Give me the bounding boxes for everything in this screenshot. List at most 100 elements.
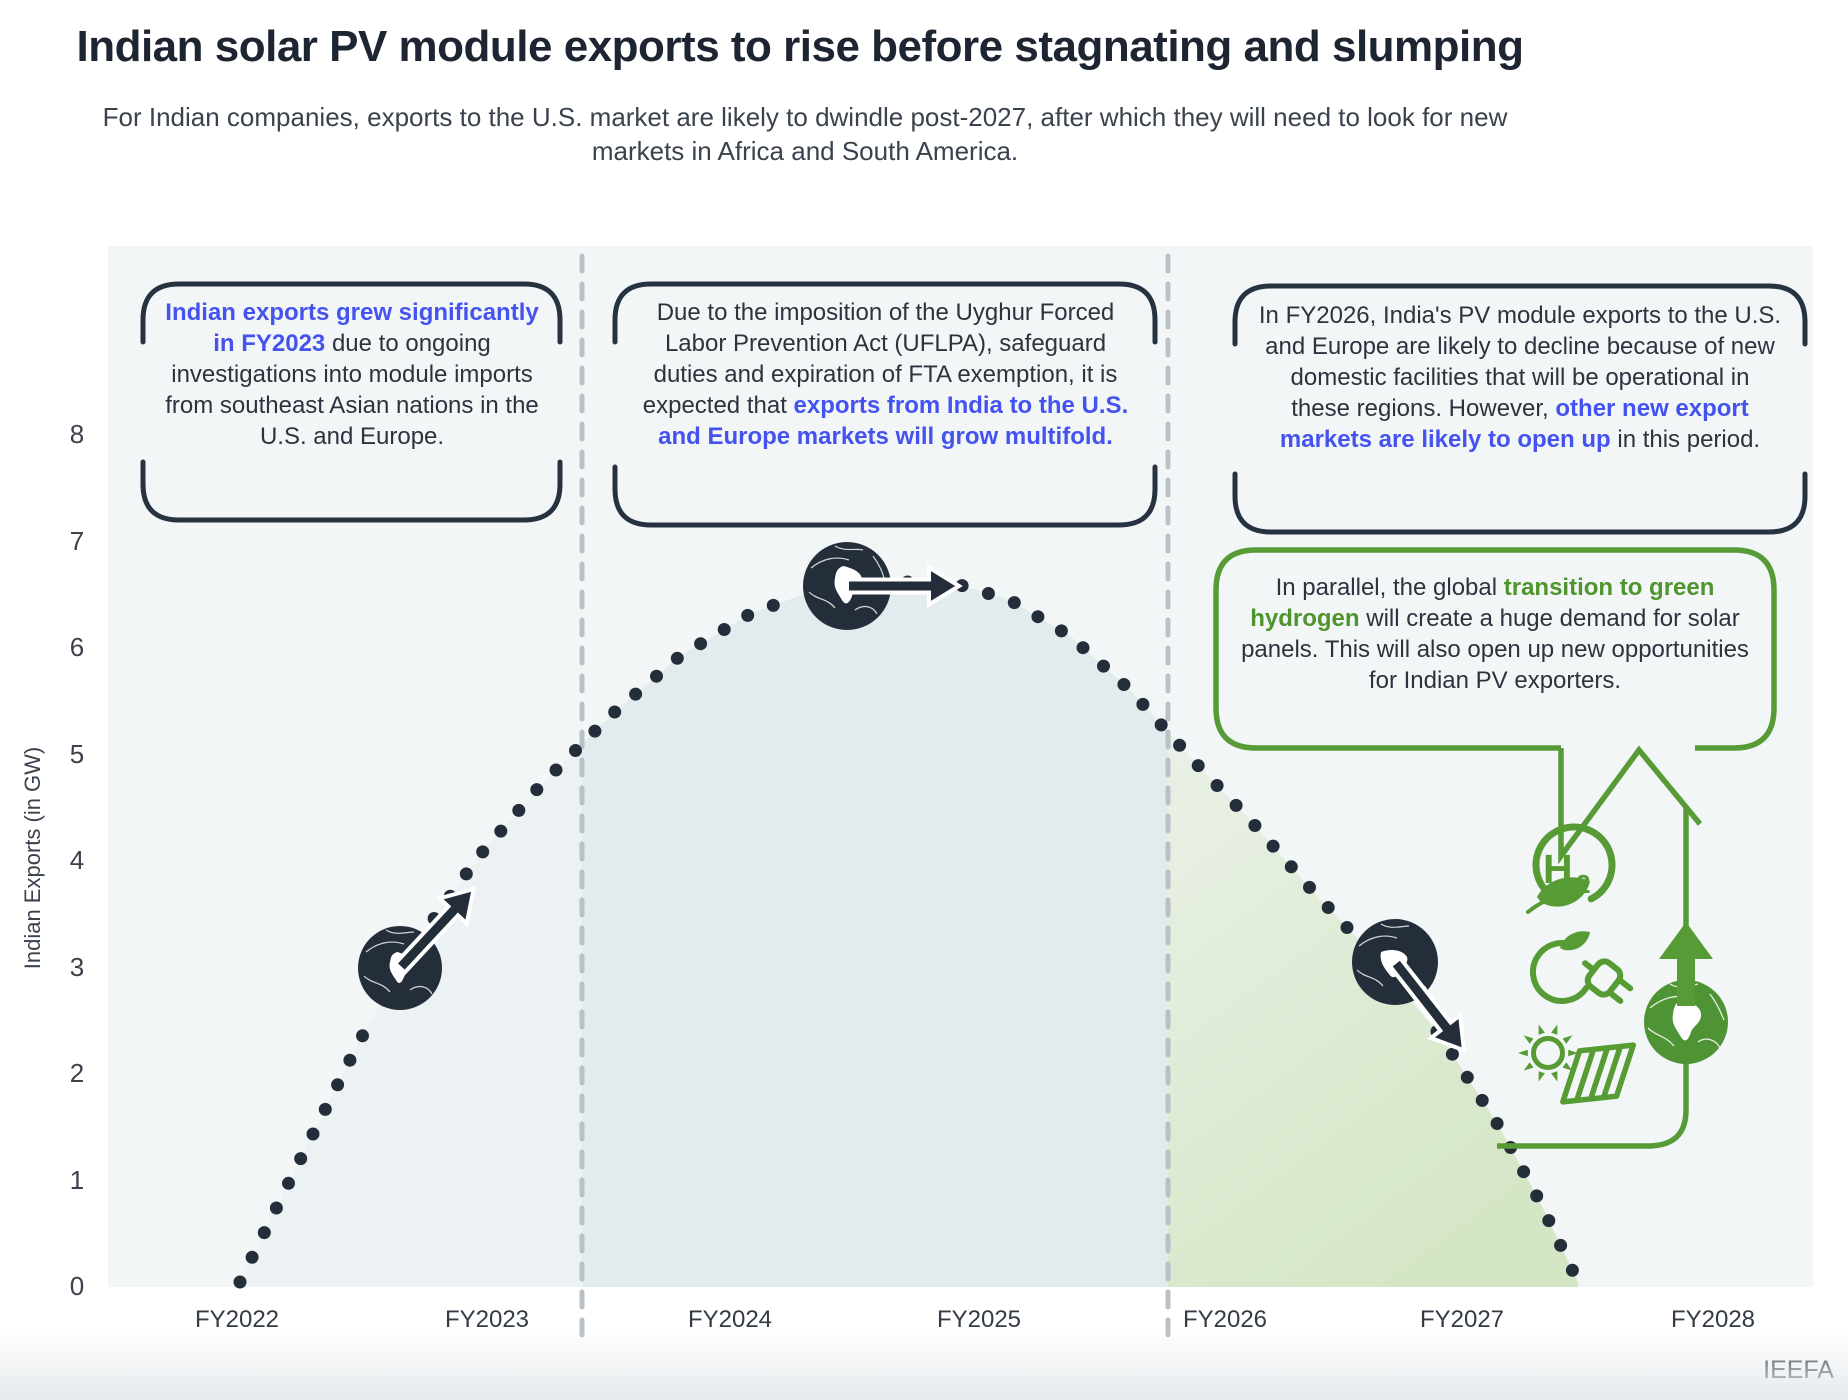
curve-dot	[343, 1053, 357, 1067]
sun-ray	[1551, 1024, 1558, 1035]
y-tick-label: 2	[69, 1058, 85, 1088]
x-tick-label: FY2024	[687, 1306, 773, 1333]
y-tick-label: 1	[69, 1164, 85, 1195]
curve-dot	[588, 724, 602, 738]
y-tick-label: 4	[69, 845, 85, 875]
curve-dot	[1284, 860, 1298, 874]
down-right-arrow	[1387, 955, 1467, 1054]
y-tick-label: 5	[69, 738, 85, 769]
box2-border-top	[612, 281, 1158, 345]
curve-dot	[1154, 718, 1168, 732]
curve-dot	[1490, 1117, 1504, 1130]
box1-border-bottom	[140, 459, 563, 523]
sun-ray	[1518, 1049, 1528, 1057]
callout-text-segment: exports from India to the U.S. and Europ…	[658, 392, 1129, 450]
green-up-arrow	[1659, 922, 1713, 1006]
curve-dot	[1173, 738, 1187, 752]
sun-ray	[1551, 1071, 1558, 1082]
globe-arrow-right-icon	[803, 542, 963, 630]
callout-text-segment: in this period.	[1610, 426, 1761, 453]
curve-dot	[530, 783, 544, 797]
y-axis-title: Indian Exports (in GW)	[20, 746, 45, 970]
x-tick-label: FY2025	[936, 1306, 1022, 1333]
box1-border-top	[140, 281, 563, 345]
sun-ray	[1523, 1035, 1534, 1044]
curve-dot	[1303, 880, 1316, 894]
curve-dot	[1475, 1093, 1489, 1107]
x-tick-label: FY2022	[194, 1306, 280, 1333]
callout-text-segment: In parallel, the global	[1275, 574, 1504, 601]
curve-dot	[608, 705, 622, 719]
sun-ray	[1568, 1049, 1578, 1057]
curve-dot	[1530, 1189, 1544, 1203]
curve-dot	[1031, 610, 1045, 624]
curve-dot	[766, 598, 780, 612]
curve-dot	[650, 669, 663, 683]
curve-dot	[257, 1226, 271, 1240]
curve-dot	[1229, 798, 1243, 812]
box3-border-bottom	[1232, 471, 1808, 535]
sun-ray	[1523, 1062, 1534, 1071]
dotted-curve	[233, 575, 1579, 1289]
curve-dot	[1340, 921, 1354, 934]
bubble-tail-arrow	[1558, 745, 1703, 865]
sun-solar-panel-icon	[1518, 1024, 1637, 1105]
green-globe-india-icon	[1644, 980, 1728, 1064]
x-tick-label: FY2026	[1182, 1306, 1268, 1333]
callout-text-segment: In FY2026, India's PV module exports to …	[1258, 302, 1782, 422]
curve-dot	[459, 867, 473, 881]
curve-dot	[1542, 1214, 1556, 1228]
curve-dot	[1117, 678, 1131, 691]
callout-text-segment: Indian exports grew significantly in FY2…	[165, 299, 539, 357]
curve-dot	[741, 608, 755, 622]
curve-dot	[1565, 1263, 1579, 1277]
page-subtitle: For Indian companies, exports to the U.S…	[102, 102, 1508, 166]
curve-dot	[629, 687, 643, 701]
curve-dot	[1266, 839, 1280, 853]
callout-bubble-green-hydrogen: In parallel, the global transition to gr…	[1240, 572, 1750, 696]
eco-plug-icon	[1530, 931, 1634, 1004]
h2-label: H	[1543, 846, 1573, 892]
y-tick-label: 3	[69, 951, 85, 982]
curve-dot	[318, 1102, 332, 1116]
curve-dot	[1248, 819, 1262, 832]
curve-dot	[694, 637, 708, 651]
h2-sub-label: 2	[1576, 869, 1590, 899]
curve-dot	[245, 1250, 259, 1264]
y-tick-label: 8	[69, 419, 85, 449]
box3-border-top	[1232, 283, 1808, 347]
callout-text-segment: other new export markets are likely to o…	[1279, 395, 1749, 453]
sun-ray	[1562, 1035, 1573, 1044]
section-fill	[240, 744, 582, 1287]
green-flow-line	[1497, 806, 1689, 1149]
curve-dot	[717, 623, 731, 636]
section-fill	[582, 582, 1168, 1287]
sun-ray	[1562, 1062, 1573, 1071]
curve-dot	[549, 763, 563, 777]
curve-dot	[1054, 624, 1068, 638]
page-title: Indian solar PV module exports to rise b…	[76, 22, 1524, 71]
x-tick-label: FY2023	[444, 1306, 530, 1333]
curve-dot	[1554, 1238, 1568, 1252]
under-curve-fills	[240, 582, 1578, 1287]
callout-box-fy2026: In FY2026, India's PV module exports to …	[1258, 300, 1782, 455]
curve-dot	[269, 1201, 283, 1215]
sun-ray	[1538, 1024, 1545, 1035]
callout-text-segment: will create a huge demand for solar pane…	[1241, 605, 1749, 694]
y-tick-label: 6	[69, 632, 85, 662]
curve-dot	[1321, 901, 1335, 914]
curve-dot	[282, 1176, 295, 1190]
curve-dot	[1445, 1047, 1459, 1061]
callout-box-fy2023: Indian exports grew significantly in FY2…	[160, 297, 544, 452]
curve-dot	[1097, 659, 1110, 673]
curve-dot	[306, 1127, 320, 1141]
curve-dot	[1136, 697, 1150, 711]
curve-dot	[670, 651, 684, 665]
curve-dot	[569, 744, 582, 757]
curve-dot	[1210, 779, 1224, 792]
y-tick-label: 7	[69, 525, 85, 556]
callout-box-borders	[140, 281, 1808, 535]
curve-dot	[1191, 759, 1205, 773]
